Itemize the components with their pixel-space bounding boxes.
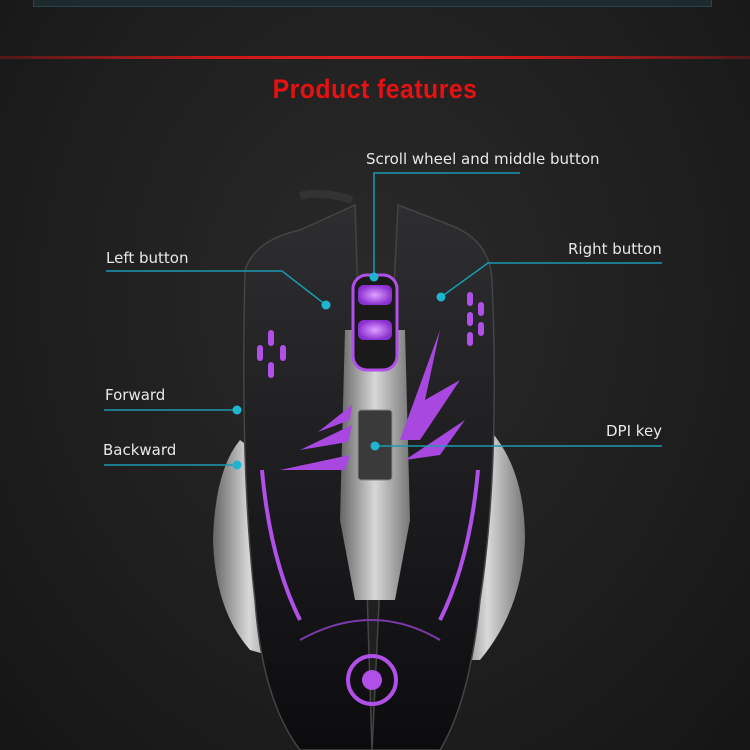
- forward-dot: [232, 405, 242, 415]
- red-divider: [0, 56, 750, 59]
- right-dot: [436, 292, 446, 302]
- forward-label: Forward: [105, 386, 166, 404]
- mouse-cable: [298, 189, 354, 204]
- scroll-label: Scroll wheel and middle button: [366, 150, 600, 168]
- scroll-dot: [369, 272, 379, 282]
- scroll-callout-line: [373, 172, 520, 277]
- dpi-dot: [370, 441, 380, 451]
- dpi-key-label: DPI key: [606, 422, 663, 440]
- left-callout-line: [106, 270, 327, 306]
- dragon-logo: [346, 654, 398, 706]
- right-button-label: Right button: [568, 240, 662, 258]
- claw-graphic: [280, 330, 465, 470]
- backward-label: Backward: [103, 441, 177, 459]
- left-button-label: Left button: [106, 249, 189, 267]
- page-title: Product features: [272, 74, 478, 104]
- left-led-cross: [257, 330, 286, 378]
- right-led-bars: [467, 292, 484, 346]
- left-dot: [321, 300, 331, 310]
- right-callout-line: [440, 262, 662, 298]
- backward-dot: [232, 460, 242, 470]
- top-banner-box: [33, 0, 712, 7]
- mouse-body: [243, 203, 373, 750]
